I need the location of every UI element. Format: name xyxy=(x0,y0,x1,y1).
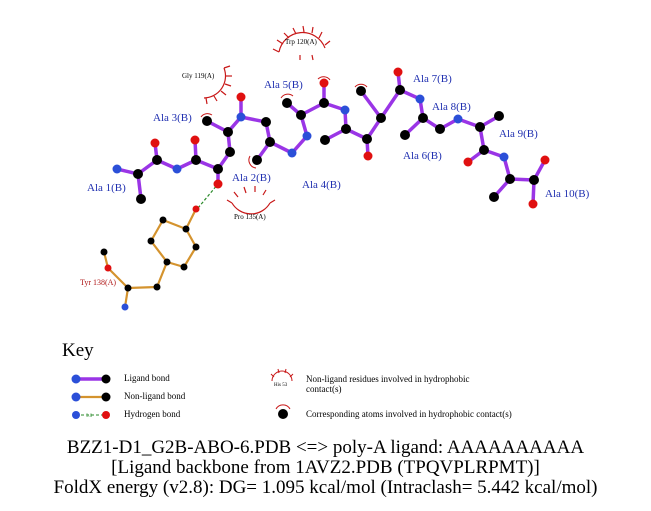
nitrogen-atoms xyxy=(112,94,509,311)
hydrophobic-arc-pro135 xyxy=(226,186,276,215)
tyr138-bonds xyxy=(102,208,197,308)
label-ala9: Ala 9(B) xyxy=(499,128,538,140)
label-ala4: Ala 4(B) xyxy=(302,179,341,191)
label-tyr138: Tyr 138(A) xyxy=(80,278,116,287)
hydrogen-bond-line xyxy=(197,183,219,209)
caption-line-2: [Ligand backbone from 1AVZ2.PDB (TPQVPLR… xyxy=(111,457,540,478)
label-ala3: Ala 3(B) xyxy=(153,112,192,124)
hydrophobic-arc-trp120 xyxy=(272,25,331,61)
label-trp120: Trp 120(A) xyxy=(285,38,317,46)
caption-line-1: BZZ1-D1_G2B-ABO-6.PDB <=> poly-A ligand:… xyxy=(66,437,585,458)
key-title: Key xyxy=(62,340,94,361)
key-hydrogen-bond-label: Hydrogen bond xyxy=(124,409,181,419)
key-ligand-bond-label: Ligand bond xyxy=(124,373,170,383)
key-hydrophobic-atoms-label: Corresponding atoms involved in hydropho… xyxy=(306,409,512,419)
label-ala1: Ala 1(B) xyxy=(87,182,126,194)
hydrophobic-arc-gly119 xyxy=(203,65,232,105)
label-ala2: Ala 2(B) xyxy=(232,172,271,184)
label-ala10: Ala 10(B) xyxy=(545,188,590,200)
key-hbond-distance: 3.0 xyxy=(86,414,93,419)
hydrophobic-atom-marks xyxy=(200,76,368,169)
key-hydrophobic-residues-label-2: contact(s) xyxy=(306,384,342,394)
label-ala6: Ala 6(B) xyxy=(403,150,442,162)
caption-line-3: FoldX energy (v2.8): DG= 1.095 kcal/mol … xyxy=(53,477,598,498)
carbon-atoms xyxy=(133,85,539,204)
key-hydrophobic-atom-icon xyxy=(275,404,291,419)
key-nonligand-bond-label: Non-ligand bond xyxy=(124,391,186,401)
key-hydrophobic-residues-label-1: Non-ligand residues involved in hydropho… xyxy=(306,374,470,384)
label-pro135: Pro 135(A) xyxy=(234,213,266,221)
label-ala7: Ala 7(B) xyxy=(413,73,452,85)
key-hydrophobic-example: His 53 xyxy=(274,383,288,388)
label-ala8: Ala 8(B) xyxy=(432,101,471,113)
key-hydrophobic-residue-icon xyxy=(270,368,294,382)
tyr138-carbon-atoms xyxy=(100,216,200,292)
key-ligand-bond xyxy=(71,374,111,384)
oxygen-atoms xyxy=(104,67,550,272)
key-nonligand-bond xyxy=(71,392,111,402)
label-gly119: Gly 119(A) xyxy=(182,72,215,80)
key-hydrogen-bond: 3.0 xyxy=(72,411,110,419)
label-ala5: Ala 5(B) xyxy=(264,79,303,91)
